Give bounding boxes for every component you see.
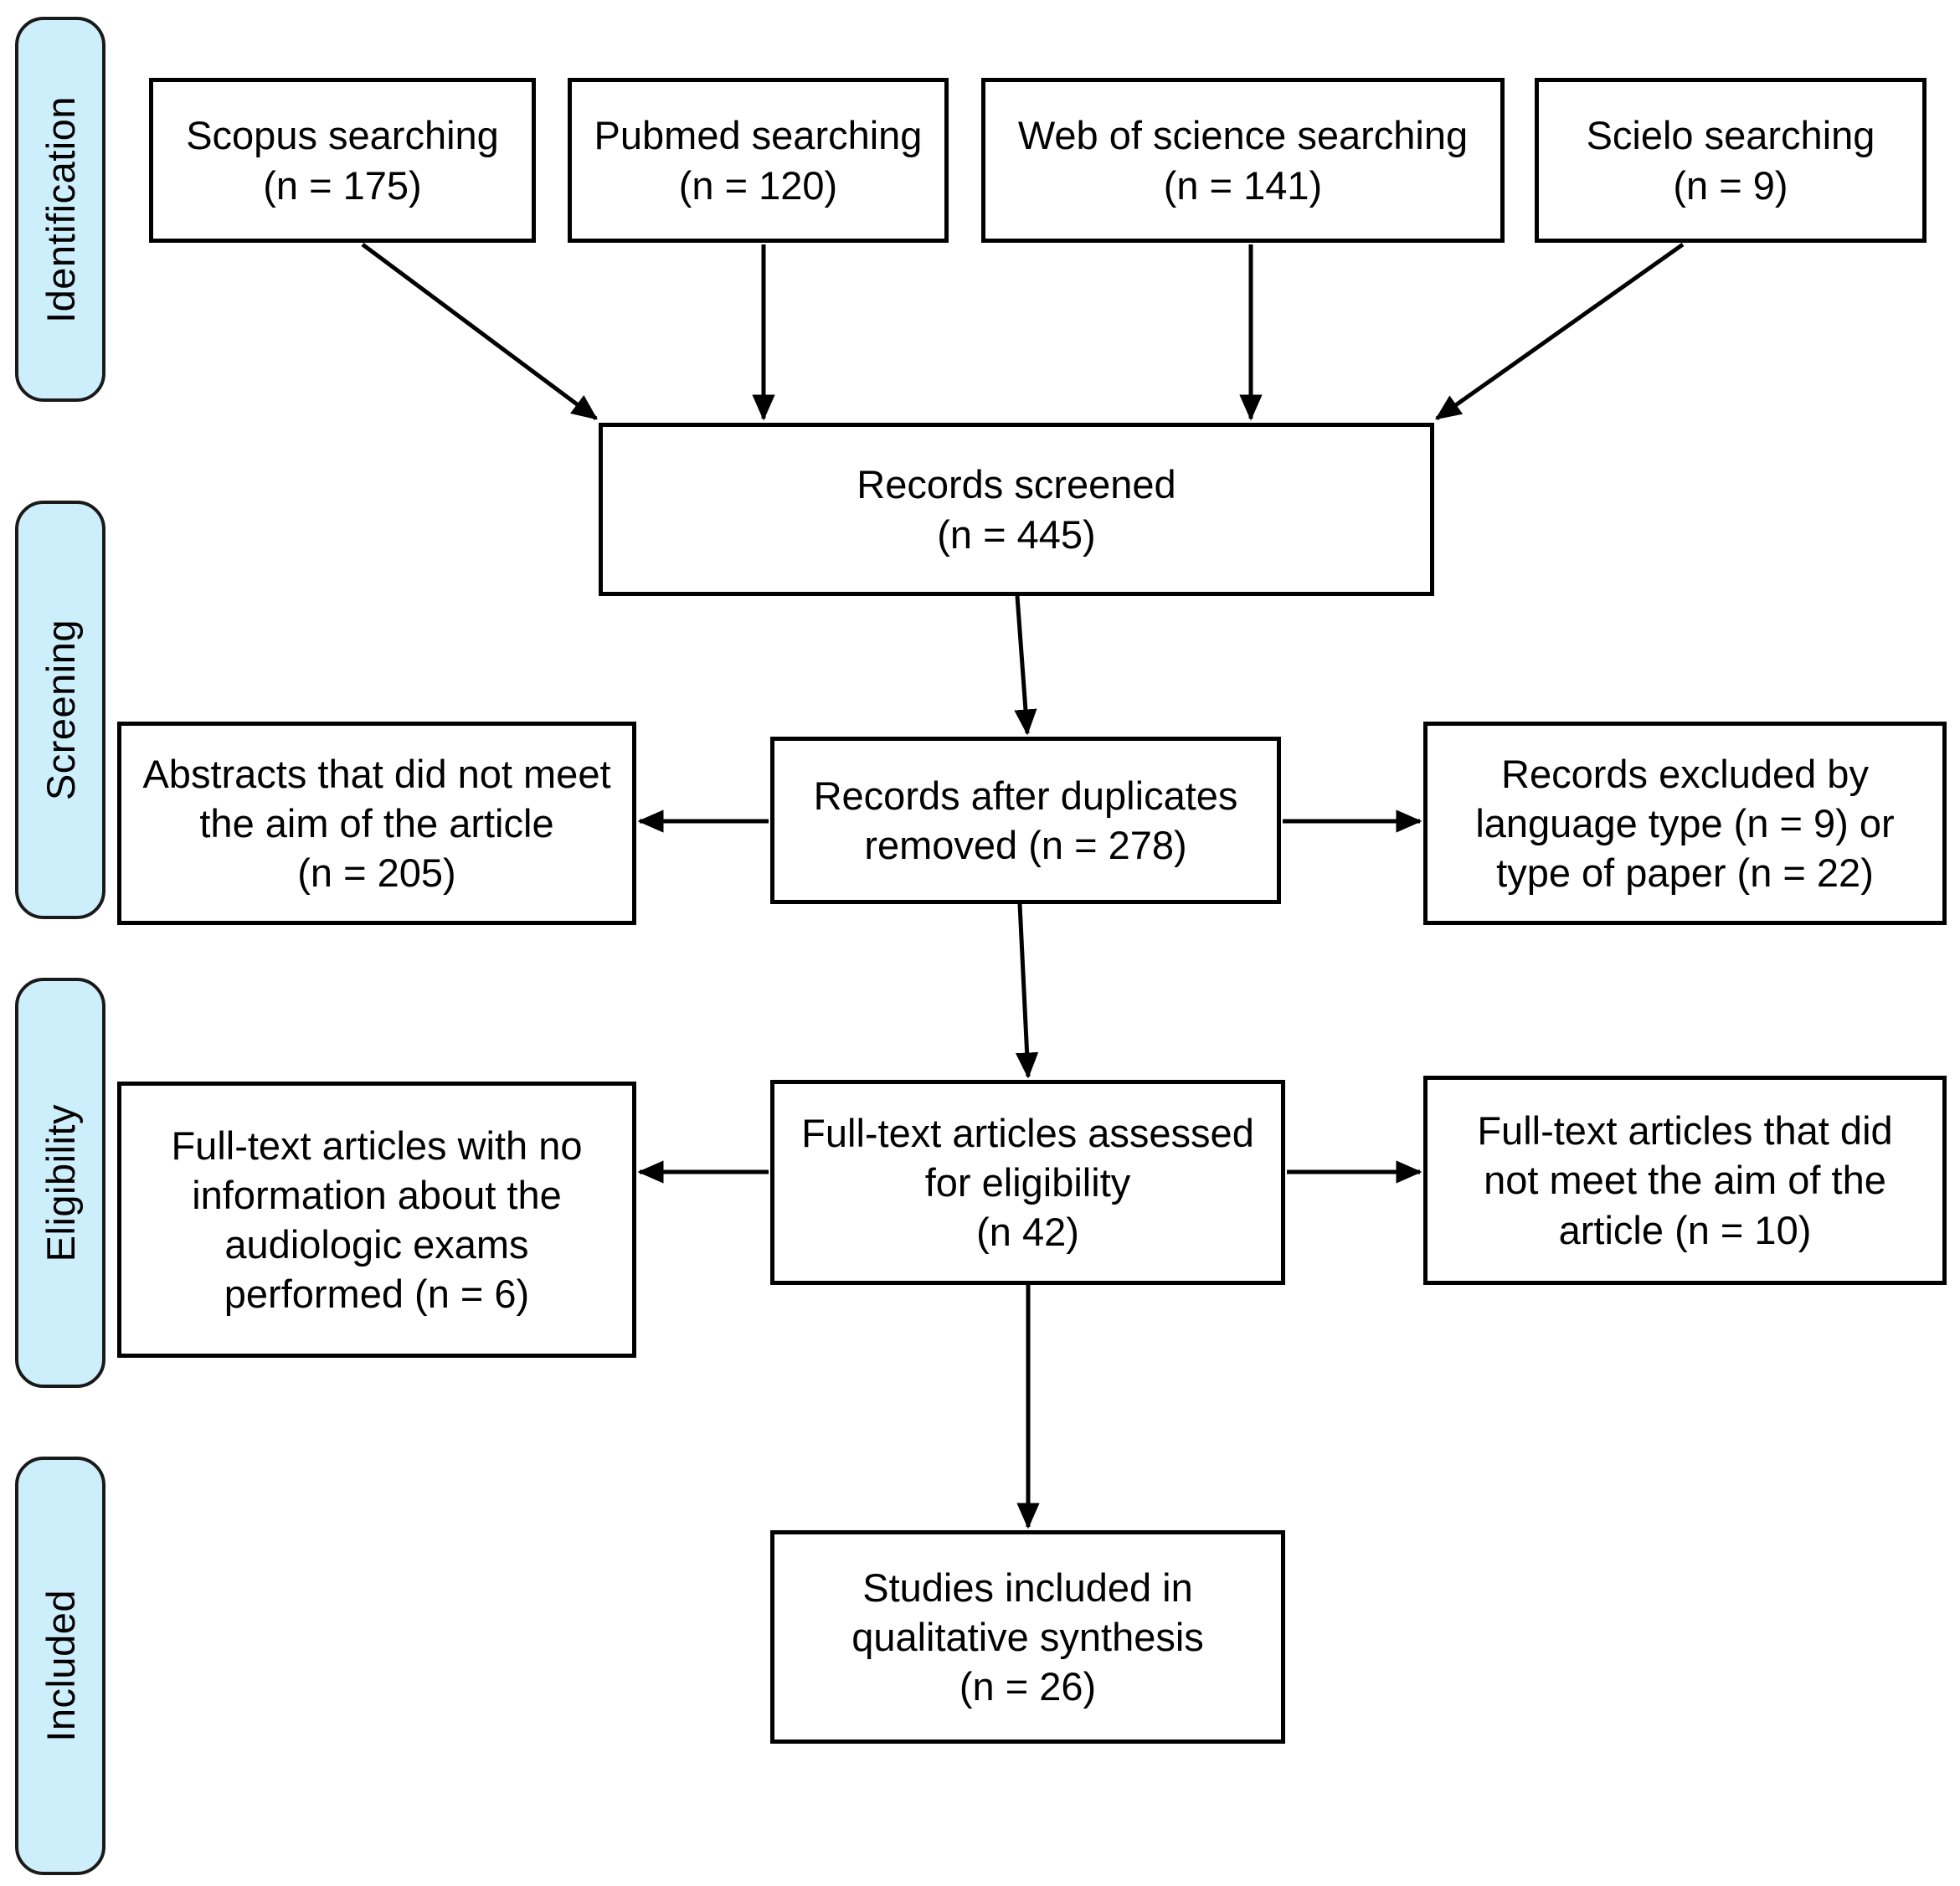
connector-scielo-to-records-screened: [1434, 242, 1685, 421]
connector-duplicates-to-fulltext-assessed: [1015, 903, 1039, 1079]
scopus-searching-box: Scopus searching (n = 175): [149, 78, 536, 243]
phase-label-identification: Identification: [38, 95, 83, 323]
pubmed-searching-box: Pubmed searching (n = 120): [568, 78, 949, 243]
scopus-searching-text: Scopus searching (n = 175): [186, 113, 499, 208]
fulltext-articles-assessed-text: Full-text articles assessed for eligibil…: [801, 1110, 1254, 1255]
fulltext-not-meeting-aim-box: Full-text articles that did not meet the…: [1423, 1076, 1947, 1285]
fulltext-articles-assessed-box: Full-text articles assessed for eligibil…: [770, 1080, 1285, 1285]
phase-label-eligibility: Eligibility: [38, 1103, 83, 1262]
records-after-duplicates-removed-text: Records after duplicates removed (n = 27…: [813, 773, 1238, 867]
connector-records-screened-to-duplicates: [1014, 595, 1037, 736]
studies-included-qualitative-synthesis-box: Studies included in qualitative synthesi…: [770, 1530, 1285, 1744]
abstracts-not-meeting-aim-box: Abstracts that did not meet the aim of t…: [117, 722, 636, 925]
pubmed-searching-text: Pubmed searching (n = 120): [594, 113, 923, 208]
phase-tab-eligibility: Eligibility: [15, 978, 105, 1388]
fulltext-not-meeting-aim-text: Full-text articles that did not meet the…: [1477, 1108, 1893, 1252]
records-screened-text: Records screened (n = 445): [857, 462, 1176, 557]
connector-scopus-to-records-screened: [361, 242, 598, 421]
phase-label-screening: Screening: [38, 619, 83, 801]
phase-tab-included: Included: [15, 1457, 105, 1875]
scielo-searching-text: Scielo searching (n = 9): [1586, 113, 1875, 208]
records-screened-box: Records screened (n = 445): [599, 423, 1434, 596]
scielo-searching-box: Scielo searching (n = 9): [1535, 78, 1927, 243]
phase-label-included: Included: [38, 1590, 83, 1742]
records-after-duplicates-removed-box: Records after duplicates removed (n = 27…: [770, 737, 1281, 904]
web-of-science-searching-box: Web of science searching (n = 141): [981, 78, 1505, 243]
records-excluded-language-type-text: Records excluded by language type (n = 9…: [1475, 751, 1895, 896]
fulltext-no-audiologic-info-box: Full-text articles with no information a…: [117, 1082, 636, 1358]
phase-tab-identification: Identification: [15, 17, 105, 402]
abstracts-not-meeting-aim-text: Abstracts that did not meet the aim of t…: [142, 751, 611, 896]
web-of-science-searching-text: Web of science searching (n = 141): [1017, 113, 1469, 208]
fulltext-no-audiologic-info-text: Full-text articles with no information a…: [171, 1123, 583, 1317]
studies-included-qualitative-synthesis-text: Studies included in qualitative synthesi…: [851, 1565, 1204, 1709]
records-excluded-language-type-box: Records excluded by language type (n = 9…: [1423, 722, 1947, 925]
phase-tab-screening: Screening: [15, 501, 105, 919]
